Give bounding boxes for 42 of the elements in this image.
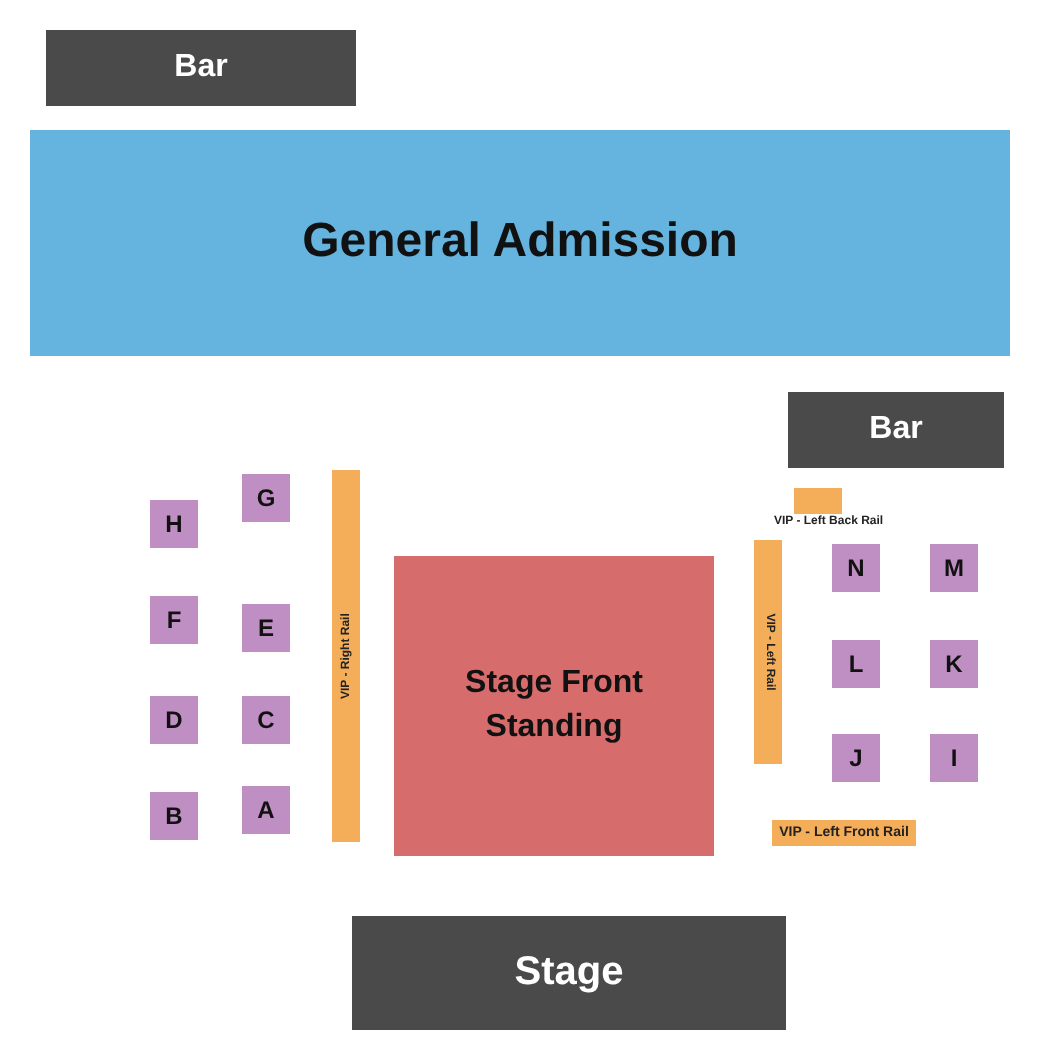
standing-area [394,556,714,856]
table-box [150,792,198,840]
area-label: General Admission [302,212,738,273]
table-box [150,696,198,744]
general-admission-area [30,130,1010,356]
area-label: D [165,703,183,737]
area-label: N [847,551,865,585]
area-label: J [849,741,863,775]
area-label: I [950,741,958,775]
table-box [242,474,290,522]
area-label: F [166,603,182,637]
table-box [930,544,978,592]
table-box [242,786,290,834]
table-box [150,500,198,548]
area-label: E [257,611,274,645]
area-box [788,392,1004,468]
rail-bar [754,540,782,764]
table-box [150,596,198,644]
area-label: M [944,551,964,585]
area-label: Stage Front Standing [463,664,645,748]
area-label: K [945,647,963,681]
table-box [242,696,290,744]
table-box [832,640,880,688]
rail-bar [772,820,916,846]
area-box [352,916,786,1030]
area-label: Bar [869,410,923,451]
table-box [930,734,978,782]
rail-bar [794,488,842,514]
area-label: C [257,703,275,737]
area-label: Bar [174,48,228,89]
rail-bar [332,470,360,842]
table-box [930,640,978,688]
area-label: B [165,799,183,833]
area-label: Stage [514,948,624,998]
area-box [46,30,356,106]
area-label: G [256,481,276,515]
table-box [242,604,290,652]
area-label: L [848,647,864,681]
area-label: A [257,793,275,827]
area-label: H [165,507,183,541]
table-box [832,734,880,782]
table-box [832,544,880,592]
